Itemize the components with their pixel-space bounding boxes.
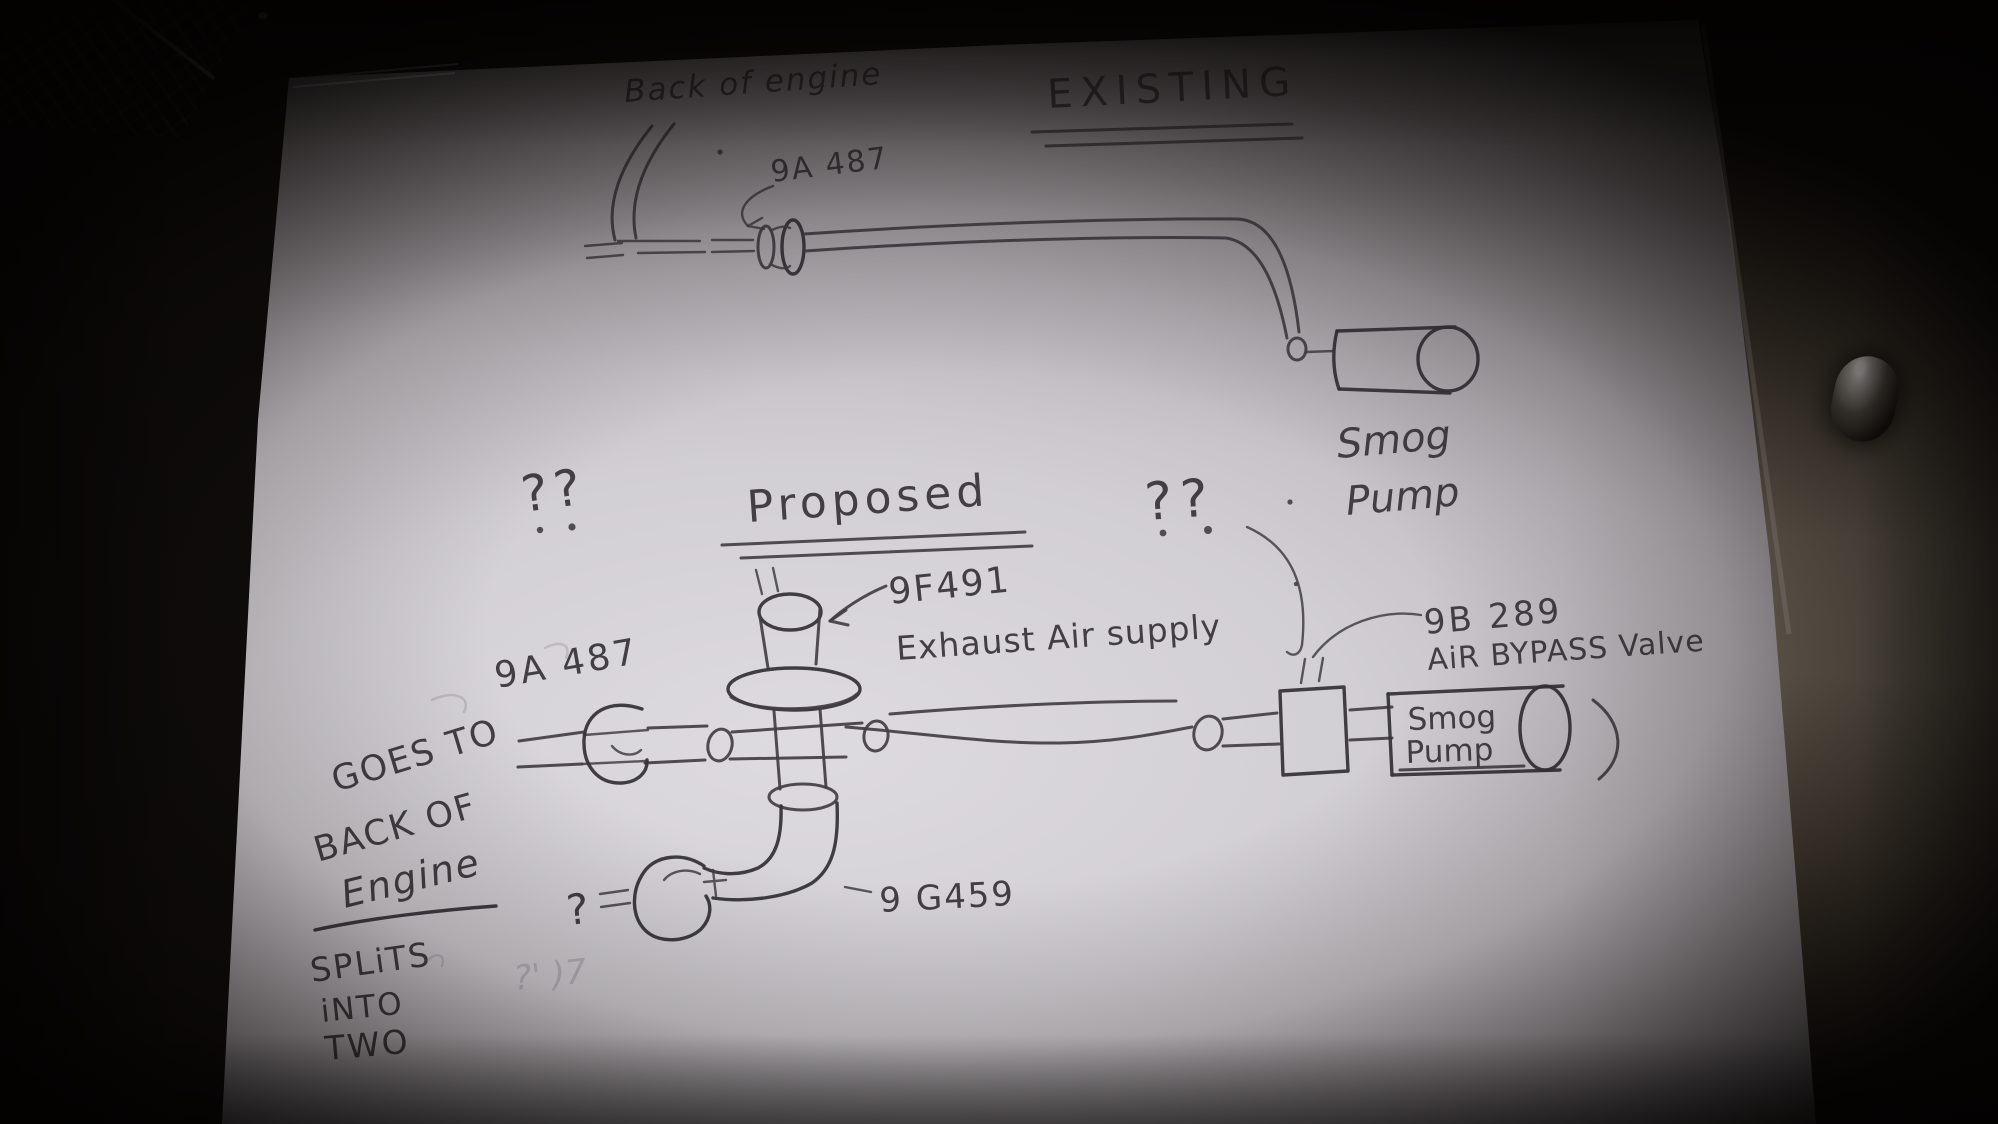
proposed-title-underline	[720, 530, 1034, 560]
question-dot	[1159, 529, 1167, 537]
part-9a487-existing-label: 9A 487	[769, 141, 891, 190]
part-9f491-label: 9F491	[887, 559, 1013, 613]
ink-dot	[1293, 581, 1299, 587]
existing-title-underline	[1030, 122, 1304, 148]
bell-equals-marks	[598, 888, 632, 909]
9b289-leader	[1311, 612, 1423, 659]
question-dot	[568, 523, 576, 531]
hose-to-cross	[728, 721, 864, 761]
existing-hose-to-fitting	[583, 238, 756, 260]
faint-marks-text: ?' )7	[512, 951, 589, 998]
hose-clamp	[582, 703, 649, 785]
smog-pump-existing	[1332, 325, 1480, 395]
valve-9f491-fitting	[726, 566, 862, 712]
existing-diagram: Back of engine EXISTING 9A 487 Smog Pump	[583, 56, 1480, 525]
proposed-long-hose	[844, 699, 1281, 753]
9g459-leader	[843, 885, 873, 894]
proposed-title: Proposed	[745, 465, 991, 533]
question-dot	[536, 526, 544, 534]
arrow-to-9f491	[828, 584, 888, 627]
existing-title: EXISTING	[1046, 59, 1299, 118]
part-9a487-proposed-label: 9A 487	[491, 631, 642, 697]
hose-connector-existing	[1286, 336, 1336, 362]
air-bypass-valve	[1278, 656, 1350, 777]
engine-underline	[313, 904, 498, 932]
question-dot	[1204, 526, 1212, 534]
ink-dot	[1287, 499, 1293, 505]
smog-pump-existing-label-1: Smog	[1335, 412, 1453, 468]
sheet-edges	[290, 23, 1792, 635]
smog-pump-box-label-2: Pump	[1405, 732, 1494, 771]
part-9g459-label: 9 G459	[878, 874, 1016, 921]
engine-hose-curves	[610, 122, 676, 242]
ink-dot	[717, 149, 723, 155]
part-9a487-leader-existing	[741, 184, 775, 231]
bell-fitting	[632, 855, 712, 942]
exhaust-air-supply-label: Exhaust Air supply	[895, 606, 1222, 668]
splits-label-1: SPLiTS	[308, 934, 434, 990]
question-marks-right: ??	[1143, 468, 1218, 533]
elbow-9g459	[702, 801, 840, 902]
goes-to-label-1: GOES TO	[327, 712, 504, 801]
splits-label-3: TWO	[322, 1022, 411, 1068]
proposed-diagram: ?? Proposed ??	[308, 149, 1706, 1068]
smog-pump-existing-label-2: Pump	[1344, 469, 1461, 525]
existing-long-hose	[802, 217, 1301, 340]
question-marks-left: ??	[518, 457, 591, 523]
question-right-leader	[1245, 525, 1305, 656]
bell-question-mark: ?	[564, 884, 591, 935]
back-of-engine-label: Back of engine	[623, 56, 883, 110]
check-valve-fitting-existing	[756, 218, 806, 276]
valve-to-pump-link	[1348, 705, 1394, 742]
